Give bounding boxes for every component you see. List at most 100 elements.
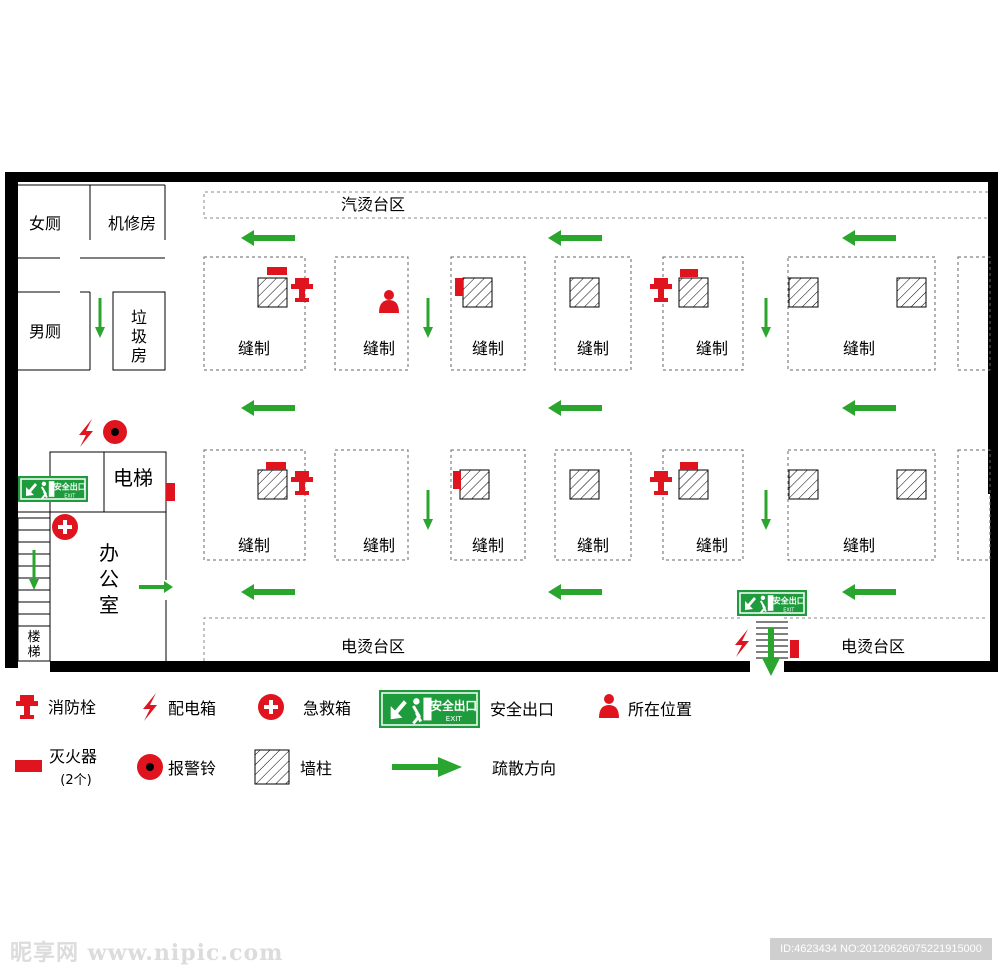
zone-label-electric-ironing: 电烫台区 [341, 637, 405, 656]
wall-column [257, 469, 288, 500]
evacuation-arrow-left [241, 584, 295, 600]
exit-runner-icon [760, 595, 766, 600]
bottom-wall-right [784, 661, 998, 672]
watermark-id: ID:4623434 NO:20120626075221915000 [770, 938, 992, 960]
station-label: 缝制 [577, 536, 609, 555]
ironing-zones [203, 191, 988, 661]
evacuation-arrow-left [548, 584, 602, 600]
fire-extinguisher-icon [266, 462, 286, 470]
legend-evacuation-label: 疏散方向 [492, 759, 556, 778]
outer-walls [5, 172, 998, 672]
first-aid-icon [52, 514, 78, 540]
station-label: 缝制 [363, 339, 395, 358]
sewing-station [787, 256, 936, 371]
fire-extinguisher-icon [680, 269, 698, 277]
right-wall-lower [990, 490, 998, 666]
station-label: 缝制 [843, 339, 875, 358]
sewing-station [334, 256, 409, 371]
evacuation-arrow-down [29, 550, 39, 590]
room-label-office: 办 [99, 541, 119, 565]
legend-extinguisher-note: (2个) [60, 773, 91, 788]
room-label-womens-toilet: 女厕 [29, 214, 61, 233]
station-label: 缝制 [696, 536, 728, 555]
wall-column [788, 277, 819, 308]
legend-hydrant-label: 消防栓 [48, 698, 96, 717]
wall-columns [257, 277, 927, 500]
legend-you-are-here-label: 所在位置 [628, 700, 692, 719]
exit-arrow-icon [745, 597, 756, 610]
legend-wall-column-label: 墙柱 [300, 759, 332, 778]
evacuation-arrow-left [548, 230, 602, 246]
wall-column [788, 469, 819, 500]
legend-wall-column-icon [254, 749, 290, 785]
top-wall [5, 172, 997, 182]
sewing-station [554, 256, 632, 371]
evacuation-arrow-left [842, 584, 896, 600]
left-wall [5, 172, 18, 668]
evacuation-arrow-left [842, 400, 896, 416]
station-label: 缝制 [363, 536, 395, 555]
sewing-station [334, 449, 409, 561]
evacuation-arrow-left [241, 230, 295, 246]
sewing-station [450, 256, 526, 371]
zone-label-electric-ironing-right: 电烫台区 [841, 637, 905, 656]
sewing-station [957, 449, 991, 561]
legend-extinguisher-icon [15, 760, 42, 772]
fire-extinguisher-icon [166, 483, 175, 501]
fire-hydrant-icon [650, 278, 672, 302]
station-label: 缝制 [238, 536, 270, 555]
fire-extinguisher-icon [267, 267, 287, 275]
legend-evacuation-arrow-icon [392, 757, 462, 777]
station-label: 缝制 [472, 536, 504, 555]
fire-extinguisher-icon [453, 471, 461, 489]
evacuation-arrow-left [548, 400, 602, 416]
exit-sign-en: EXIT [64, 493, 76, 499]
evacuation-arrow-down [761, 490, 771, 530]
legend-distribution-box-icon [143, 693, 157, 721]
room-label-office: 公 [99, 567, 119, 591]
exit-arrow-icon [26, 483, 37, 496]
room-label-garbage-room: 垃 [131, 308, 147, 327]
wall-column [896, 469, 927, 500]
fire-extinguisher-icon [790, 640, 799, 658]
evacuation-arrow-exit [762, 628, 780, 676]
sewing-station [662, 449, 744, 561]
room-label-stairs: 梯 [27, 645, 40, 660]
distribution-box-icon [735, 629, 749, 657]
room-label-garbage-room: 房 [131, 346, 147, 365]
fire-extinguisher-icon [455, 278, 463, 296]
distribution-box-icon [79, 419, 93, 447]
exit-sign-en: EXIT [783, 607, 795, 613]
bottom-wall-left [50, 661, 750, 672]
wall-column [678, 277, 709, 308]
station-label: 缝制 [238, 339, 270, 358]
plan-labels: 女厕机修房男厕垃圾房电梯办公室楼梯汽烫台区电烫台区电烫台区缝制缝制缝制缝制缝制缝… [27, 195, 905, 660]
wall-column [569, 277, 600, 308]
legend-alarm-bell-icon [137, 754, 163, 780]
legend-extinguisher-label: 灭火器 [49, 747, 97, 766]
zone-label-steam-ironing: 汽烫台区 [341, 195, 405, 214]
room-label-garbage-room: 圾 [131, 327, 147, 346]
legend-first-aid-label: 急救箱 [303, 699, 351, 718]
legend-safety-exit-label: 安全出口 [490, 700, 554, 719]
room-label-mens-toilet: 男厕 [29, 322, 61, 341]
legend-you-are-here-icon [599, 694, 619, 718]
you-are-here-icon [379, 290, 399, 313]
evacuation-arrow-left [241, 400, 295, 416]
room-label-elevator: 电梯 [113, 466, 153, 490]
room-label-office: 室 [99, 593, 119, 617]
exit-sign-cn: 安全出口 [54, 482, 86, 492]
right-wall-upper [988, 172, 998, 494]
fire-hydrant-icon [291, 278, 313, 302]
exit-sign-cn: 安全出口 [430, 699, 477, 713]
exit-sign-en: EXIT [446, 714, 463, 723]
wall-column [459, 469, 490, 500]
wall-column [462, 277, 493, 308]
wall-column [678, 469, 709, 500]
legend-first-aid-icon [258, 694, 284, 720]
